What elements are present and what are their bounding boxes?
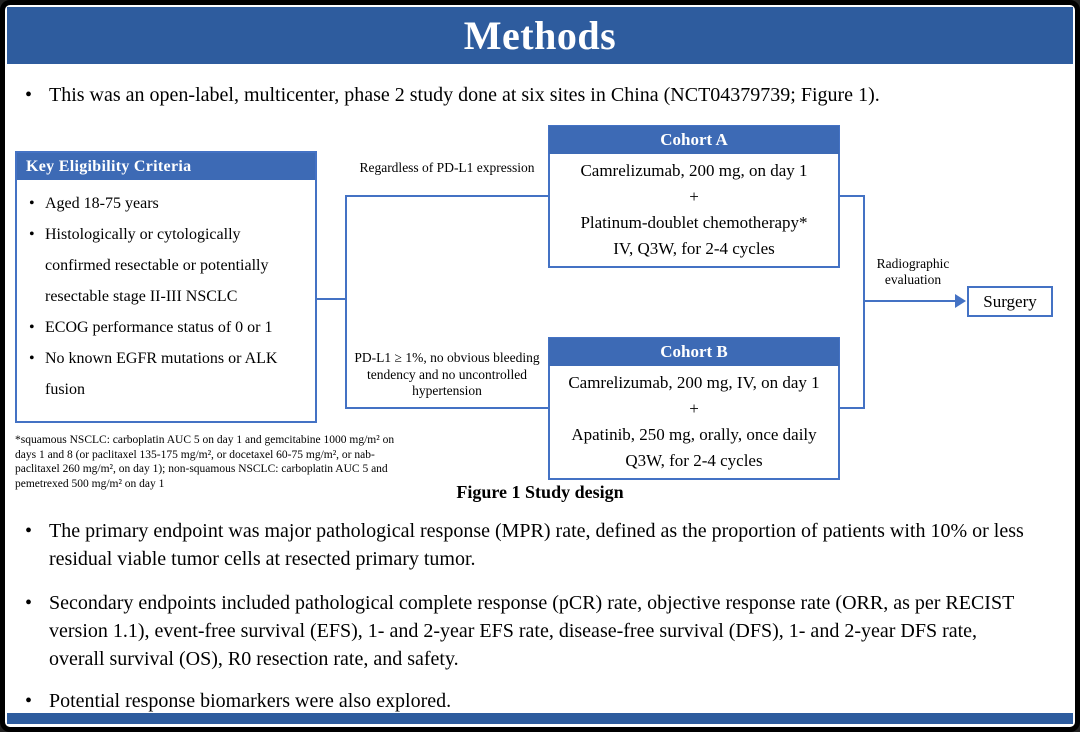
connector-elig-out: [317, 298, 347, 300]
bullet-marker-icon: [25, 589, 32, 617]
connector-to-surgery: [863, 300, 957, 302]
cohort-a-line: Camrelizumab, 200 mg, on day 1: [580, 161, 808, 180]
cohort-b-header: Cohort B: [549, 338, 839, 366]
biomarkers-text: Potential response biomarkers were also …: [49, 690, 452, 712]
eligibility-list: Aged 18-75 years Histologically or cytol…: [17, 180, 315, 405]
intro-bullet: This was an open-label, multicenter, pha…: [19, 81, 1027, 109]
eligibility-item: No known EGFR mutations or ALK fusion: [27, 343, 307, 405]
cohort-a-line: IV, Q3W, for 2-4 cycles: [613, 239, 775, 258]
cohort-a-header: Cohort A: [549, 126, 839, 154]
branch-label-top: Regardless of PD-L1 expression: [359, 160, 535, 175]
bullet-marker-icon: [25, 517, 32, 545]
cohort-a-line: +: [689, 187, 699, 206]
intro-text: This was an open-label, multicenter, pha…: [49, 84, 880, 106]
connector-to-cohort-a: [345, 195, 548, 197]
cohort-b-box: Cohort B Camrelizumab, 200 mg, IV, on da…: [548, 337, 840, 480]
bottom-bar: [7, 713, 1073, 724]
primary-endpoint-bullet: The primary endpoint was major pathologi…: [19, 517, 1027, 573]
eligibility-item: Histologically or cytologically confirme…: [27, 219, 307, 312]
surgery-box: Surgery: [967, 286, 1053, 317]
connector-branch-vertical: [345, 195, 347, 409]
cohort-a-box: Cohort A Camrelizumab, 200 mg, on day 1 …: [548, 125, 840, 268]
cohort-b-line: Camrelizumab, 200 mg, IV, on day 1: [568, 373, 820, 392]
secondary-endpoints-text: Secondary endpoints included pathologica…: [49, 592, 1014, 670]
connector-merge-vertical: [863, 195, 865, 409]
title-bar: Methods: [7, 7, 1073, 64]
eligibility-item: Aged 18-75 years: [27, 188, 307, 219]
cohort-b-line: +: [689, 399, 699, 418]
chemotherapy-footnote: *squamous NSCLC: carboplatin AUC 5 on da…: [15, 434, 395, 490]
cohort-a-line: Platinum-doublet chemotherapy*: [580, 213, 808, 232]
eligibility-box: Key Eligibility Criteria Aged 18-75 year…: [15, 151, 317, 423]
cohort-b-line: Q3W, for 2-4 cycles: [625, 451, 763, 470]
secondary-endpoints-bullet: Secondary endpoints included pathologica…: [19, 589, 1027, 673]
connector-to-cohort-b: [345, 407, 548, 409]
biomarkers-bullet: Potential response biomarkers were also …: [19, 687, 1027, 715]
connector-cohort-a-out: [840, 195, 865, 197]
eligibility-item: ECOG performance status of 0 or 1: [27, 312, 307, 343]
cohort-b-body: Camrelizumab, 200 mg, IV, on day 1 + Apa…: [550, 365, 838, 474]
figure-caption: Figure 1 Study design: [456, 482, 624, 502]
cohort-b-line: Apatinib, 250 mg, orally, once daily: [571, 425, 817, 444]
bullet-marker-icon: [25, 81, 32, 109]
surgery-label: Surgery: [983, 291, 1037, 311]
cohort-a-body: Camrelizumab, 200 mg, on day 1 + Platinu…: [550, 153, 838, 262]
primary-endpoint-text: The primary endpoint was major pathologi…: [49, 520, 1024, 570]
page-title: Methods: [463, 13, 617, 58]
eligibility-header: Key Eligibility Criteria: [17, 153, 315, 180]
connector-cohort-b-out: [840, 407, 865, 409]
arrow-right-icon: [955, 294, 966, 308]
bullet-marker-icon: [25, 687, 32, 715]
radiographic-evaluation-label: Radiographic evaluation: [876, 256, 950, 287]
branch-label-bottom: PD-L1 ≥ 1%, no obvious bleeding tendency…: [354, 350, 540, 398]
